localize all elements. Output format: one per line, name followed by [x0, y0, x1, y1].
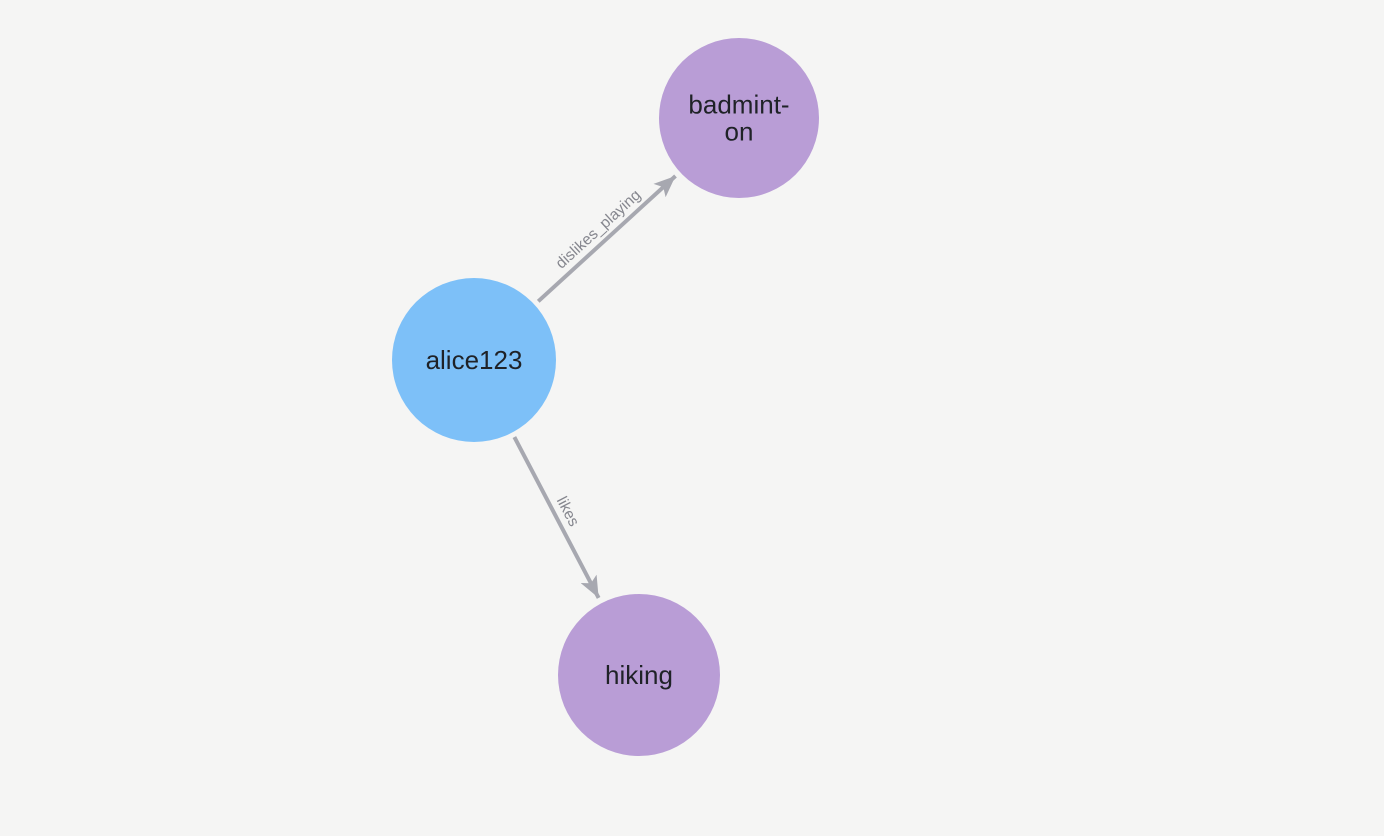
- edge-likes[interactable]: likes: [512, 436, 601, 599]
- edge-label: likes: [553, 494, 583, 530]
- edge-label: dislikes_playing: [553, 187, 645, 273]
- node-badminton[interactable]: badmint-on: [659, 38, 819, 198]
- edge-line[interactable]: [536, 174, 677, 303]
- node-circle[interactable]: [558, 594, 720, 756]
- edge-dislikes_playing[interactable]: dislikes_playing: [536, 174, 677, 303]
- node-hiking[interactable]: hiking: [558, 594, 720, 756]
- edge-line[interactable]: [512, 436, 601, 599]
- node-alice123[interactable]: alice123: [392, 278, 556, 442]
- node-circle[interactable]: [392, 278, 556, 442]
- node-circle[interactable]: [659, 38, 819, 198]
